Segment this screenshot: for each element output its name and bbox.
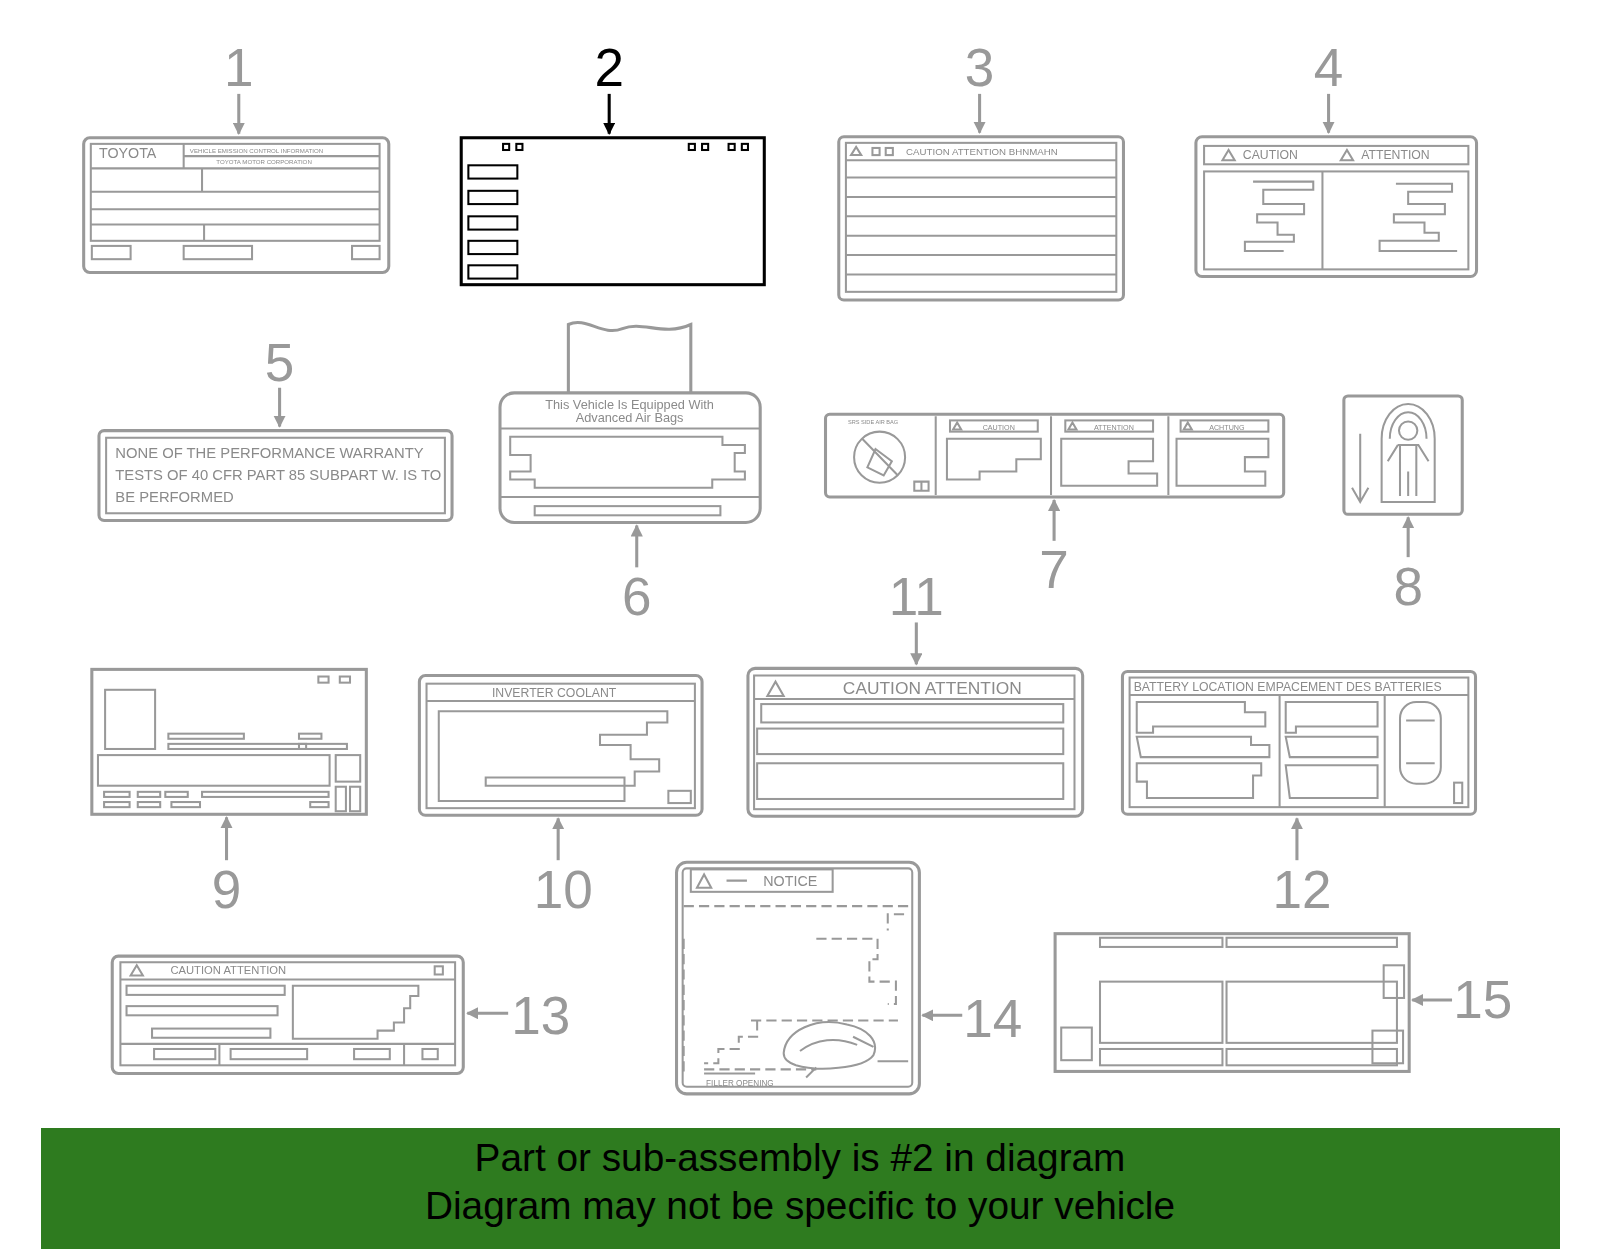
notice-label: NOTICE FILLER OPENING xyxy=(677,862,920,1094)
callout-number: 13 xyxy=(511,989,570,1042)
label-text: ATTENTION xyxy=(1361,149,1429,161)
caution-label: CAUTION ATTENTION xyxy=(748,668,1083,816)
callout-number: 1 xyxy=(224,41,254,94)
callout-number: 2 xyxy=(594,41,624,94)
callout-number: 7 xyxy=(1039,543,1069,596)
label-text: TOYOTA MOTOR CORPORATION xyxy=(216,159,311,165)
callout-number: 14 xyxy=(963,992,1022,1045)
label-text: ACHTUNG xyxy=(1209,423,1244,430)
airbag-tag: This Vehicle Is Equipped With Advanced A… xyxy=(500,393,760,523)
callout-number: 3 xyxy=(965,41,995,94)
label-text: NONE OF THE PERFORMANCE WARRANTY TESTS O… xyxy=(115,443,442,509)
callout-number: 10 xyxy=(534,863,593,916)
label-text: INVERTER COOLANT xyxy=(432,686,677,698)
label-text: CAUTION ATTENTION xyxy=(843,680,1022,697)
leader-arrows xyxy=(227,94,1453,1015)
label-text: VEHICLE EMISSION CONTROL INFORMATION xyxy=(190,147,323,153)
label-text: BATTERY LOCATION EMPACEMENT DES BATTERIE… xyxy=(1134,681,1442,693)
side-airbag-label: SRS SIDE AIR BAG CAUTION ATTENTION ACHTUNG xyxy=(826,414,1284,497)
label-text: CAUTION ATTENTION xyxy=(170,965,286,976)
highlighted-sticker xyxy=(461,138,764,285)
callout-number: 15 xyxy=(1453,973,1512,1026)
label-text: ATTENTION xyxy=(1094,423,1134,430)
battery-label: BATTERY LOCATION EMPACEMENT DES BATTERIE… xyxy=(1122,671,1475,814)
callout-number: 6 xyxy=(622,570,652,623)
callout-number: 11 xyxy=(889,570,944,623)
sticker-outlines xyxy=(84,137,1477,1094)
caution-label: CAUTION ATTENTION xyxy=(112,956,463,1073)
callout-number: 9 xyxy=(212,863,242,916)
callout-number: 8 xyxy=(1393,560,1423,613)
caution-label: CAUTION ATTENTION BHNMAHN xyxy=(839,137,1124,300)
callout-number: 4 xyxy=(1314,41,1344,94)
info-band: Part or sub-assembly is #2 in diagramDia… xyxy=(41,1128,1559,1249)
label-text: NOTICE xyxy=(763,873,817,887)
label-text: TOYOTA xyxy=(99,146,156,160)
label-text: CAUTION xyxy=(983,423,1015,430)
label-text: FILLER OPENING xyxy=(706,1080,774,1088)
callout-number: 5 xyxy=(265,336,295,389)
warranty-label: NONE OF THE PERFORMANCE WARRANTY TESTS O… xyxy=(99,431,452,521)
coolant-label: INVERTER COOLANT xyxy=(419,676,702,816)
callout-number: 12 xyxy=(1273,863,1332,916)
emission-label: TOYOTA VEHICLE EMISSION CONTROL INFORMATI… xyxy=(84,138,389,273)
label-text: This Vehicle Is Equipped With Advanced A… xyxy=(522,399,736,426)
label-text: SRS SIDE AIR BAG xyxy=(848,420,898,426)
leader-arrow xyxy=(608,94,611,134)
note-text: Diagram may not be specific to your vehi… xyxy=(86,1187,1515,1226)
label-text: CAUTION ATTENTION BHNMAHN xyxy=(906,146,1058,156)
label-text: CAUTION xyxy=(1243,149,1298,161)
note-text: Part or sub-assembly is #2 in diagram xyxy=(86,1139,1515,1178)
caution-label: CAUTION ATTENTION xyxy=(1196,137,1477,277)
